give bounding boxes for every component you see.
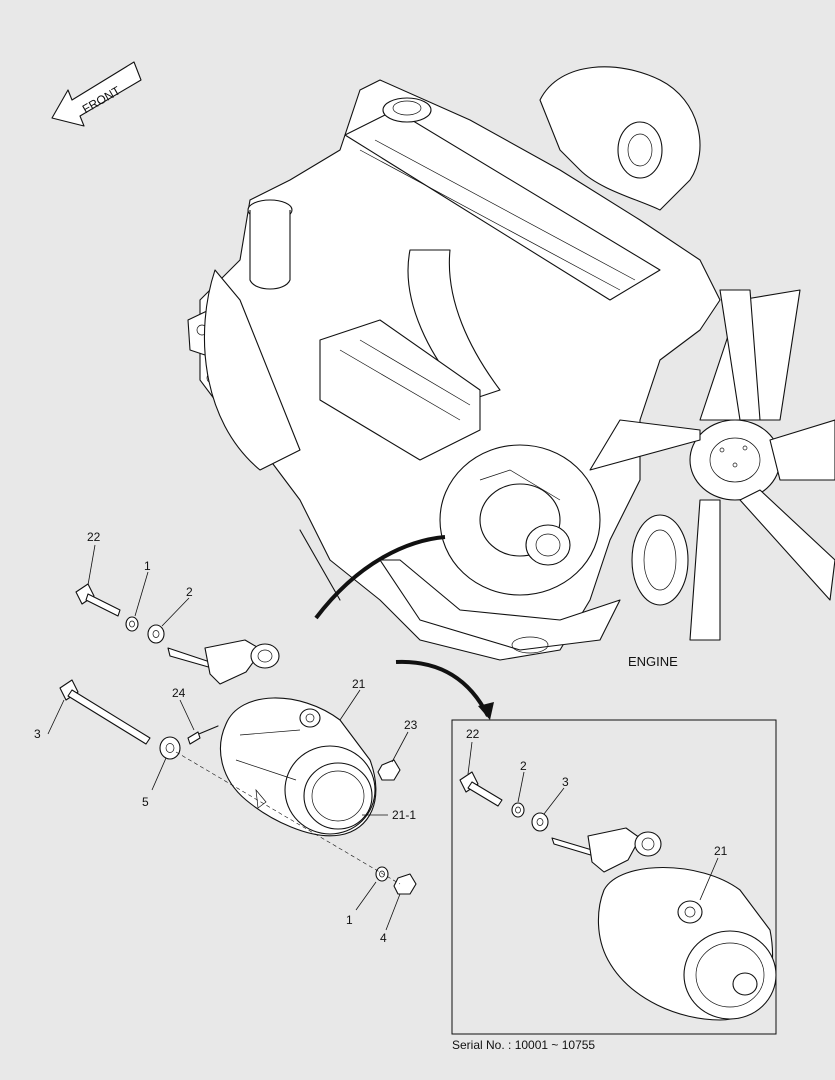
callout-21: 21 xyxy=(352,677,366,691)
engine-illustration xyxy=(187,66,835,661)
nut-4 xyxy=(393,873,417,895)
pointer-arc-inset xyxy=(395,659,490,717)
callout-5: 5 xyxy=(142,795,149,809)
spacer-5 xyxy=(159,736,181,760)
callout-1-top: 1 xyxy=(144,559,151,573)
inset-callout-2: 2 xyxy=(520,759,527,773)
alternator-21 xyxy=(219,697,377,837)
callout-21-1: 21-1 xyxy=(392,808,416,822)
callouts-main: 22 1 2 3 24 21 23 5 21-1 1 4 xyxy=(34,530,418,945)
nut-23 xyxy=(377,759,401,781)
callout-1-bottom: 1 xyxy=(346,913,353,927)
pointer-arc-main xyxy=(314,535,446,620)
callout-3: 3 xyxy=(34,727,41,741)
inset-callout-22: 22 xyxy=(466,727,480,741)
serial-number: Serial No. : 10001 ~ 10755 xyxy=(452,1038,596,1052)
callout-2: 2 xyxy=(186,585,193,599)
washer-1-top xyxy=(125,616,139,632)
exploded-parts xyxy=(59,583,417,895)
callout-22: 22 xyxy=(87,530,101,544)
callout-4: 4 xyxy=(380,931,387,945)
callout-24: 24 xyxy=(172,686,186,700)
cooling-fan xyxy=(589,289,835,641)
callouts-inset: 22 2 3 21 xyxy=(466,727,728,858)
inset-callout-21: 21 xyxy=(714,844,728,858)
engine-label: ENGINE xyxy=(628,654,678,669)
inset-box xyxy=(451,719,777,1035)
washer-1-bottom xyxy=(375,866,389,882)
front-arrow: FRONT xyxy=(51,61,142,127)
callout-23: 23 xyxy=(404,718,418,732)
washer-2 xyxy=(147,624,165,644)
leader-lines xyxy=(47,544,409,931)
inset-callout-3: 3 xyxy=(562,775,569,789)
